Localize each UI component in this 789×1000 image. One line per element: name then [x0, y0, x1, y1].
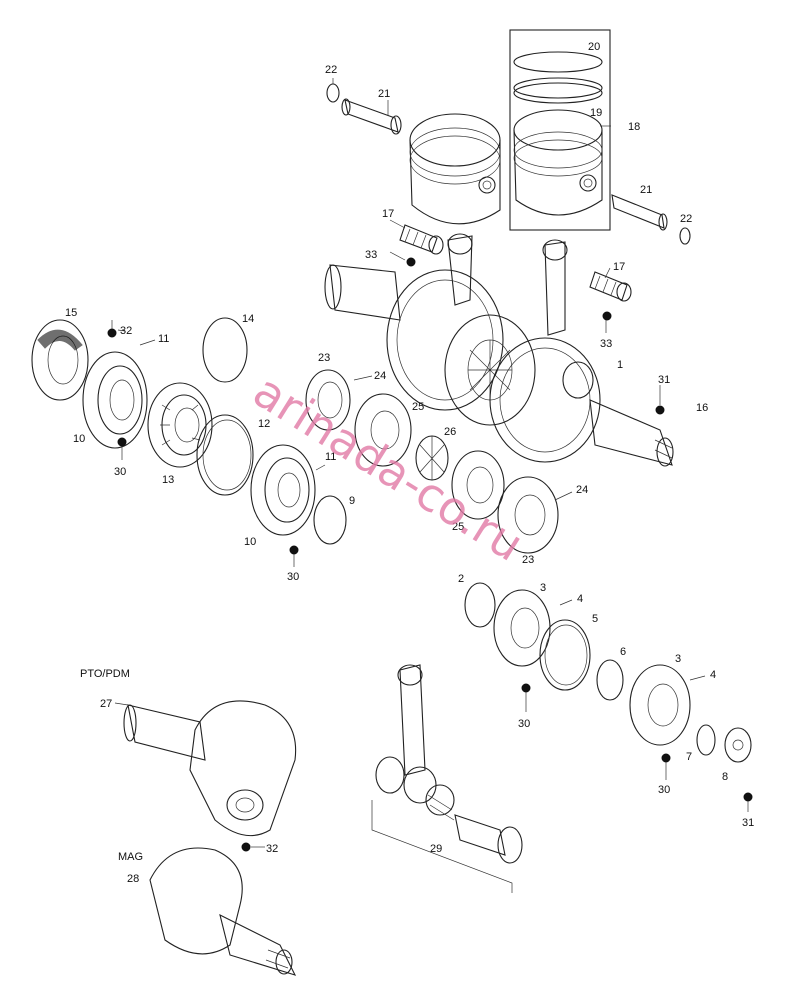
callout-30: 30: [114, 466, 126, 478]
conrod-kit-29: [371, 664, 523, 893]
crank-half-pto: [123, 700, 297, 837]
gear-26: [415, 435, 449, 481]
callout-11: 11: [325, 451, 336, 463]
ring-7: [696, 724, 716, 756]
callout-19: 19: [590, 107, 602, 119]
callout-20: 20: [588, 41, 600, 53]
callout-12: 12: [258, 418, 270, 430]
callout-24: 24: [374, 370, 386, 382]
callout-32: 32: [266, 843, 278, 855]
leader-lines: [111, 78, 749, 848]
callout-5: 5: [592, 613, 598, 625]
ring-5: [539, 619, 591, 691]
callout-30: 30: [518, 718, 530, 730]
callout-9: 9: [349, 495, 355, 507]
callout-23: 23: [522, 554, 534, 566]
bearing-3-left: [493, 589, 551, 667]
bearing-23-top: [305, 369, 351, 431]
callout-15: 15: [65, 307, 77, 319]
callout-11: 11: [158, 333, 169, 345]
callout-25: 25: [452, 521, 464, 533]
callout-29: 29: [430, 843, 442, 855]
callout-4: 4: [710, 669, 716, 681]
callout-31: 31: [658, 374, 670, 386]
callout-16: 16: [696, 402, 708, 414]
ring-12: [196, 414, 254, 496]
callout-1: 1: [617, 359, 623, 371]
needle-bearing-right: [589, 271, 632, 302]
callout-30: 30: [658, 784, 670, 796]
bearing-13: [147, 382, 213, 468]
ring-6: [596, 659, 624, 701]
callout-3: 3: [675, 653, 681, 665]
callout-17: 17: [382, 208, 394, 220]
needle-bearing-left: [399, 224, 444, 255]
bearing-10-lower: [250, 444, 316, 536]
piston-kit-box: [509, 29, 611, 231]
bearing-25-lower: [451, 450, 505, 520]
callout-13: 13: [162, 474, 174, 486]
callout-25: 25: [412, 401, 424, 413]
pto-caption: PTO/PDM: [80, 668, 130, 680]
piston-pin-right: [611, 194, 691, 245]
callout-33: 33: [365, 249, 377, 261]
ring-9: [313, 495, 347, 545]
callout-26: 26: [444, 426, 456, 438]
callout-17: 17: [613, 261, 625, 273]
callout-21: 21: [378, 88, 390, 100]
callout-7: 7: [686, 751, 692, 763]
ring-2: [464, 582, 496, 628]
callout-23: 23: [318, 352, 330, 364]
callout-18: 18: [628, 121, 640, 133]
ring-14: [202, 317, 248, 383]
piston-assembly-left: [326, 83, 501, 225]
callout-3: 3: [540, 582, 546, 594]
bearing-25-top: [354, 393, 412, 467]
bearing-24-lower: [497, 476, 559, 554]
callout-8: 8: [722, 771, 728, 783]
callout-2: 2: [458, 573, 464, 585]
callout-21: 21: [640, 184, 652, 196]
crankshaft-assembly: [324, 233, 674, 467]
callout-31: 31: [742, 817, 754, 829]
bearing-10-left: [82, 351, 148, 449]
crank-half-mag: [149, 847, 297, 976]
fastener-marks: [107, 257, 753, 852]
callout-24: 24: [576, 484, 588, 496]
mag-caption: MAG: [118, 851, 143, 863]
callout-22: 22: [680, 213, 692, 225]
callout-28: 28: [127, 873, 139, 885]
callout-10: 10: [73, 433, 85, 445]
callout-14: 14: [242, 313, 254, 325]
callout-30: 30: [287, 571, 299, 583]
callout-4: 4: [577, 593, 583, 605]
callout-10: 10: [244, 536, 256, 548]
callout-33: 33: [600, 338, 612, 350]
bearing-3-right: [629, 664, 691, 746]
callout-labels: 22 21 20 19 18 21 22 17 33 17 33 1 31 16…: [65, 41, 754, 885]
callout-27: 27: [100, 698, 112, 710]
callout-6: 6: [620, 646, 626, 658]
callout-32: 32: [120, 325, 132, 337]
callout-22: 22: [325, 64, 337, 76]
nut-8: [724, 727, 752, 763]
seal-15: [31, 319, 89, 401]
